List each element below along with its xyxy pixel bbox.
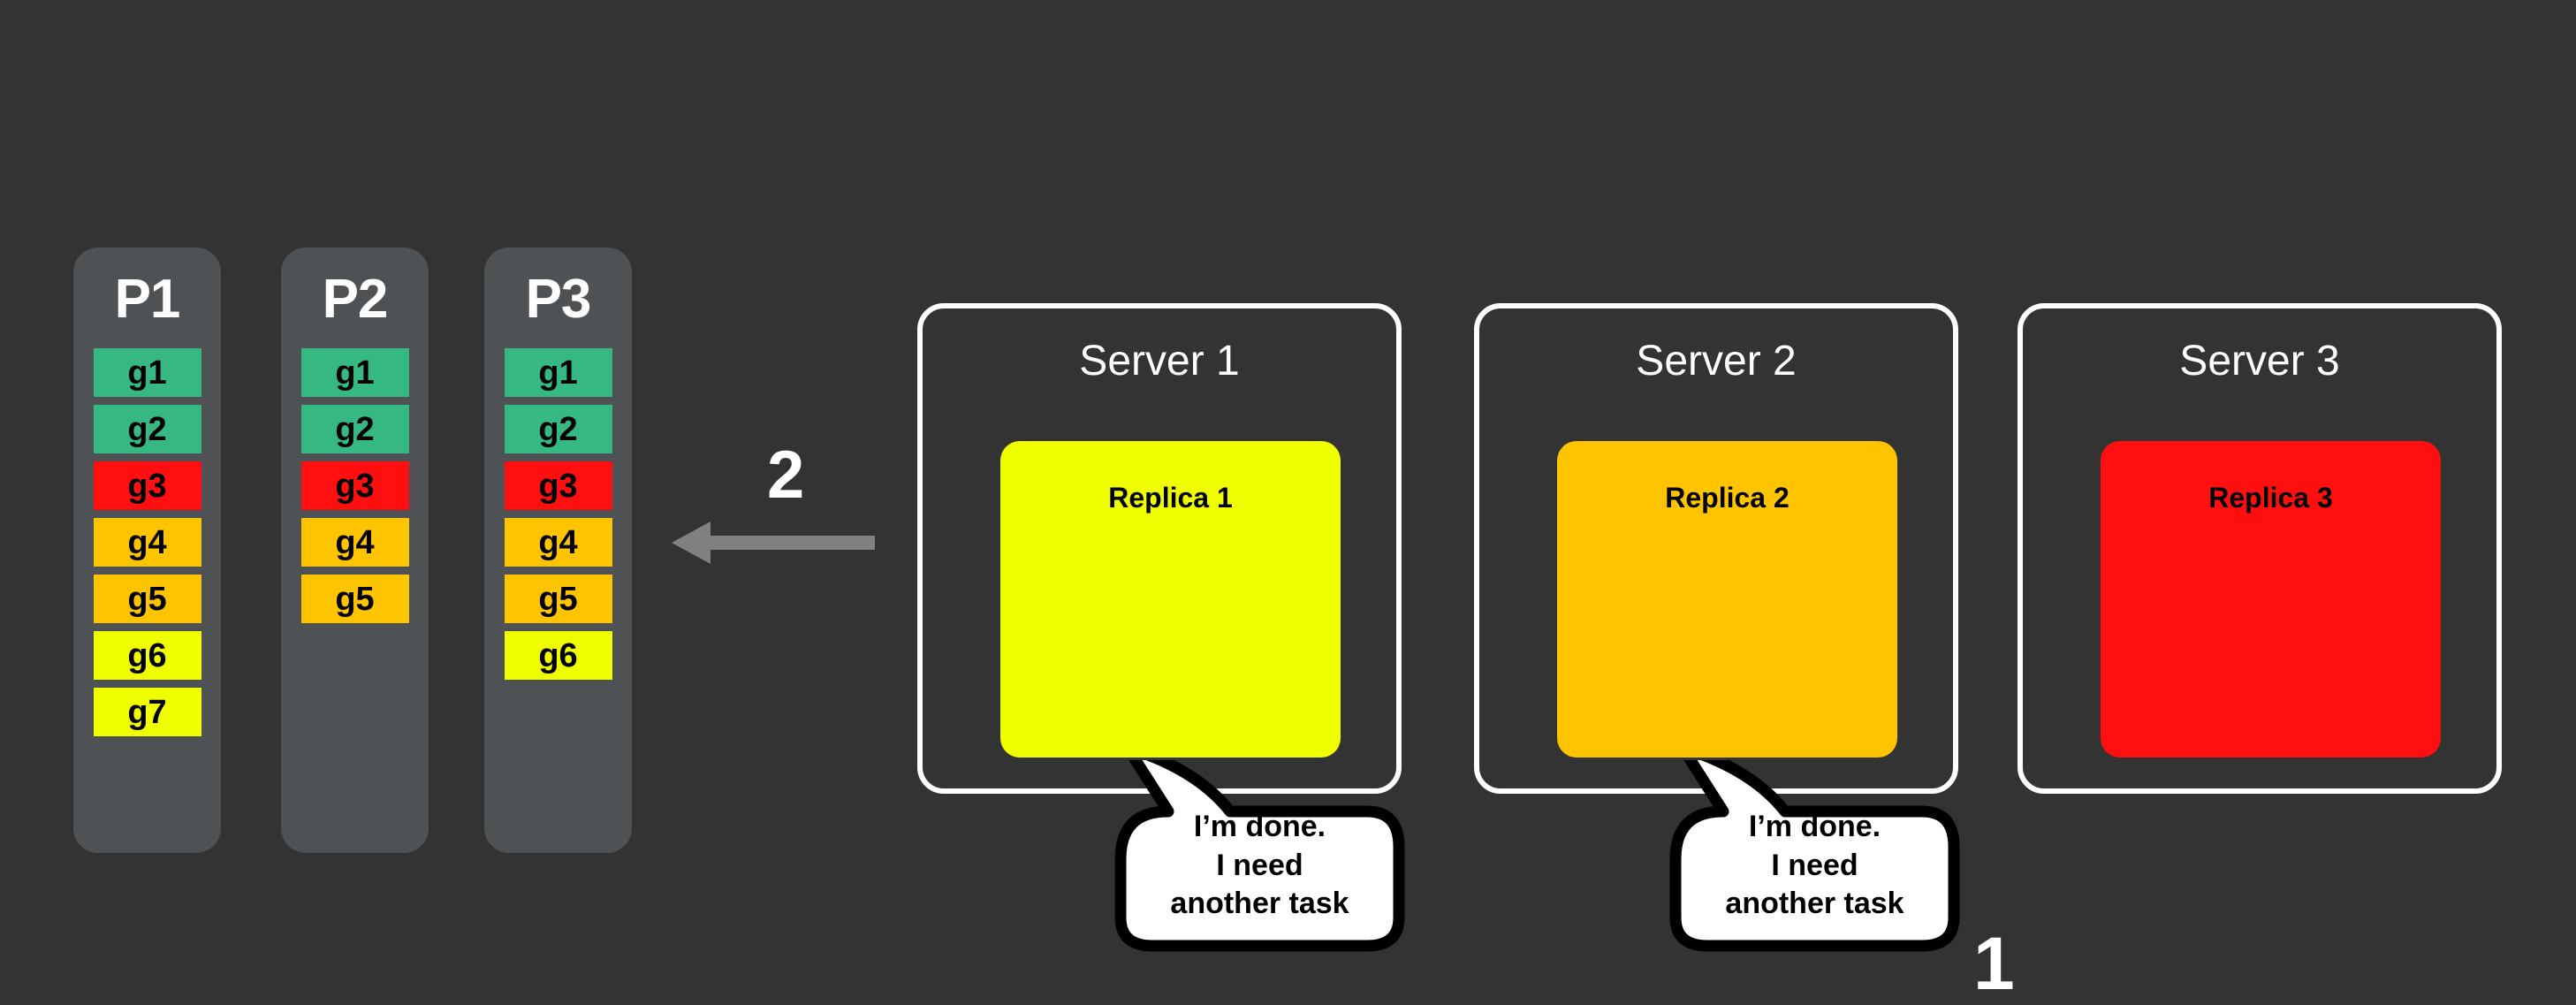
task-block: g2 <box>300 405 409 453</box>
partition-column-p2: P2 g1 g2 g3 g4 g5 <box>281 247 429 853</box>
partition-column-p1: P1 g1 g2 g3 g4 g5 g6 g7 <box>73 247 221 853</box>
replica-block-replica-1: Replica 1 <box>1000 441 1341 758</box>
step-2-arrow-group: 2 <box>672 442 884 566</box>
task-block: g3 <box>93 461 201 510</box>
task-block: g1 <box>93 348 201 397</box>
speech-bubble-text: I’m done. I need another task <box>1725 810 1904 921</box>
server-box-server-1: Server 1 Replica 1 <box>917 303 1402 794</box>
speech-bubble-server-2: I’m done. I need another task <box>1667 760 1963 955</box>
step-number-2: 2 <box>767 438 805 513</box>
task-block: g5 <box>93 575 201 623</box>
speech-bubble-server-1: I’m done. I need another task <box>1112 760 1408 955</box>
task-block: g5 <box>504 575 612 623</box>
task-block: g7 <box>93 688 201 736</box>
task-block: g6 <box>504 631 612 680</box>
replica-block-replica-3: Replica 3 <box>2101 441 2441 758</box>
server-title: Server 2 <box>1636 338 1797 384</box>
task-block: g2 <box>93 405 201 453</box>
speech-bubble-shape <box>1114 760 1405 952</box>
task-block: g2 <box>504 405 612 453</box>
partition-task-list: g1 g2 g3 g4 g5 <box>281 348 429 623</box>
step-number-1: 1 <box>1973 922 2015 1005</box>
task-block: g5 <box>300 575 409 623</box>
task-block: g3 <box>504 461 612 510</box>
replica-label: Replica 1 <box>1108 482 1233 514</box>
speech-bubble-shape <box>1669 760 1960 952</box>
speech-bubble-text: I’m done. I need another task <box>1170 810 1349 921</box>
replica-label: Replica 3 <box>2208 482 2333 514</box>
task-block: g3 <box>300 461 409 510</box>
partition-title: P3 <box>525 269 592 330</box>
task-block: g4 <box>504 518 612 567</box>
task-block: g6 <box>93 631 201 680</box>
server-box-server-2: Server 2 Replica 2 <box>1474 303 1958 794</box>
partition-column-p3: P3 g1 g2 g3 g4 g5 g6 <box>484 247 632 853</box>
task-block: g1 <box>300 348 409 397</box>
left-arrow-icon <box>672 522 875 564</box>
server-title: Server 3 <box>2179 338 2340 384</box>
task-block: g1 <box>504 348 612 397</box>
partition-task-list: g1 g2 g3 g4 g5 g6 g7 <box>73 348 221 736</box>
task-block: g4 <box>93 518 201 567</box>
partition-task-list: g1 g2 g3 g4 g5 g6 <box>484 348 632 680</box>
replica-label: Replica 2 <box>1665 482 1790 514</box>
partition-title: P2 <box>322 269 389 330</box>
server-box-server-3: Server 3 Replica 3 <box>2017 303 2502 794</box>
replica-block-replica-2: Replica 2 <box>1557 441 1897 758</box>
task-block: g4 <box>300 518 409 567</box>
partition-title: P1 <box>114 269 181 330</box>
server-title: Server 1 <box>1079 338 1240 384</box>
